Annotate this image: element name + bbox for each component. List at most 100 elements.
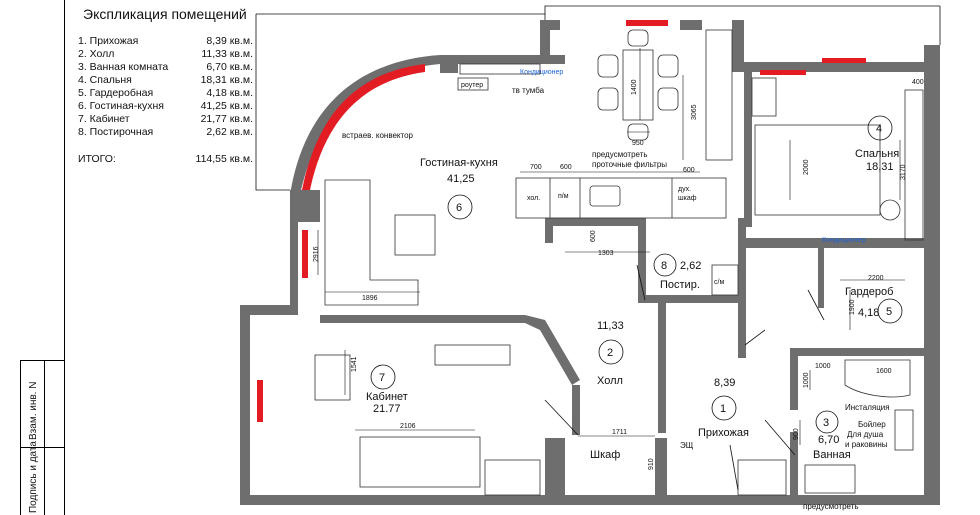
dishwasher-label: п/м: [558, 193, 569, 200]
room-hall-marker: [598, 339, 624, 365]
room-bedroom-marker: [867, 115, 893, 141]
dim-label: 1541: [351, 356, 358, 372]
radiator: [822, 58, 866, 63]
wall-segment: [290, 222, 298, 312]
room-hall-area: 11,33: [597, 320, 624, 332]
dim-label: 400: [912, 79, 924, 86]
wall-segment: [790, 348, 798, 410]
router-label: роутер: [461, 82, 483, 89]
legend-room-area: 8,39 кв.м.: [206, 35, 253, 47]
wall-segment: [240, 305, 250, 505]
furniture: [314, 29, 924, 496]
wall-segment: [790, 432, 798, 498]
tv-stand-label: тв тумба: [512, 86, 545, 95]
dim-label: 2200: [868, 275, 884, 282]
dining-table: [622, 49, 654, 121]
room-bedroom-num: 4: [876, 123, 882, 135]
room-living-name: Гостиная-кухня: [420, 157, 498, 169]
radiator: [760, 70, 806, 75]
wall-segment: [655, 438, 667, 498]
room-living-num: 6: [456, 202, 462, 214]
dim-label: 600: [590, 230, 597, 242]
dim-label: 1400: [631, 79, 638, 95]
chair: [657, 87, 679, 111]
wall-segment: [924, 45, 940, 495]
legend-room-area: 41,25 кв.м.: [200, 100, 253, 112]
dim-label: 2916: [313, 246, 320, 262]
dim-label: 1900: [849, 299, 856, 315]
room-laundry-num: 8: [661, 260, 667, 272]
outer-contour: [255, 5, 941, 191]
chair: [657, 54, 679, 78]
boiler-label-line2: Для душа: [847, 430, 884, 439]
wall-segment: [680, 20, 702, 30]
legend-room-name: 4. Спальня: [78, 74, 132, 86]
wall-segment: [638, 295, 738, 303]
wall-segment: [540, 20, 550, 64]
tv-stand: [459, 63, 541, 75]
dim-label: 600: [560, 164, 572, 171]
dim-label: 1711: [612, 429, 627, 436]
wall-segment: [240, 495, 940, 505]
nightstand: [751, 77, 777, 117]
oven-label-line1: дух.: [678, 186, 691, 193]
room-labels: Гостиная-кухня 41,25 6 4 Спальня 18,31 8…: [366, 115, 903, 461]
shower: [894, 409, 914, 451]
dimension-lines: [317, 48, 905, 445]
legend-room-area: 4,18 кв.м.: [206, 87, 253, 99]
room-entry-area: 8,39: [714, 377, 735, 389]
room-bedroom-area: 18,31: [866, 161, 894, 173]
chair: [597, 87, 619, 111]
room-study-name: Кабинет: [366, 391, 408, 403]
room-bath-marker: [815, 410, 839, 434]
room-bath-num: 3: [823, 417, 829, 429]
room-study-marker: [370, 364, 396, 390]
room-laundry-name: Постир.: [660, 279, 700, 291]
fridge-label: хол.: [527, 195, 540, 202]
kitchen-tall-cabinets: [705, 29, 733, 161]
room-wardrobe-marker: [877, 298, 903, 324]
wall-segment: [744, 72, 752, 227]
chair: [627, 29, 649, 47]
wall-segment: [732, 62, 940, 72]
room-study-num: 7: [379, 372, 385, 384]
room-living-area: 41,25: [447, 173, 475, 185]
room-hall-name: Холл: [597, 375, 623, 387]
legend-room-area: 11,33 кв.м.: [201, 48, 253, 60]
wall-segment: [818, 248, 824, 308]
wall-segment: [320, 315, 525, 323]
wall-segment: [545, 438, 565, 498]
bath-sink: [804, 464, 856, 494]
dimension-labels: 1400 950 3065 700 600 600 400 2000 3170 …: [313, 79, 924, 470]
chair: [597, 54, 619, 78]
legend-room-area: 21,77 кв.м.: [200, 113, 253, 125]
entry-bench: [737, 459, 787, 496]
coffee-table: [394, 214, 436, 256]
legend-room-name: 8. Постирочная: [78, 126, 154, 138]
room-study-area: 21.77: [373, 403, 401, 415]
filters-label-line1: предусмотреть: [592, 150, 648, 159]
wall-segment: [545, 218, 645, 226]
exterior-walls: [240, 20, 940, 505]
dim-label: 1303: [598, 250, 614, 257]
strip-line: [20, 360, 21, 515]
washing-machine: [711, 264, 739, 296]
dim-label: 900: [793, 428, 800, 440]
dim-label: 2106: [400, 423, 416, 430]
conditioner-label: Кондиционер: [520, 69, 563, 76]
radiators: [257, 20, 866, 422]
room-living-marker: [447, 194, 473, 220]
dim-label: 700: [530, 164, 542, 171]
wall-segment: [240, 305, 298, 315]
washer-label: с/м: [714, 279, 724, 286]
strip-line: [20, 360, 65, 361]
wall-segment: [545, 218, 553, 243]
wall-segment: [540, 20, 560, 30]
legend-title: Экспликация помещений: [83, 6, 247, 22]
room-entry-num: 1: [720, 403, 726, 415]
